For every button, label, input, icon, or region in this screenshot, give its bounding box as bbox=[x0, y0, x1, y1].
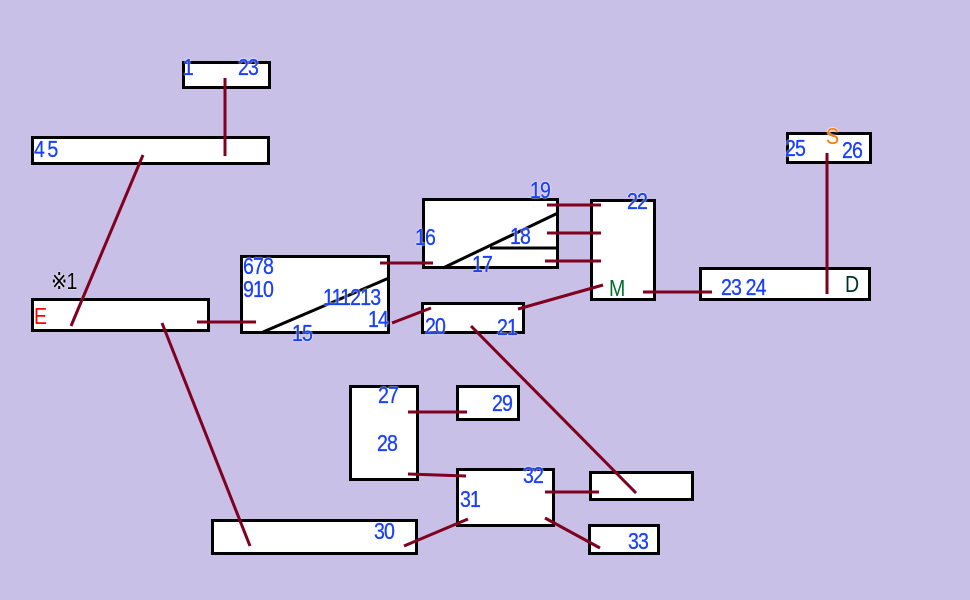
connector bbox=[391, 306, 432, 325]
diagonal-divider bbox=[442, 211, 559, 270]
label-45: 45 bbox=[34, 136, 61, 162]
label-29: 29 bbox=[492, 390, 513, 416]
connector bbox=[469, 324, 638, 495]
box-31 bbox=[456, 468, 555, 527]
box-s bbox=[786, 132, 872, 164]
label-32: 32 bbox=[523, 462, 544, 488]
label-30: 30 bbox=[374, 518, 395, 544]
label-910: 910 bbox=[243, 276, 274, 302]
box-e bbox=[31, 298, 210, 332]
box-20 bbox=[421, 302, 525, 334]
label-m: M bbox=[609, 275, 625, 301]
label-s: S bbox=[826, 123, 839, 149]
box-d bbox=[699, 267, 871, 301]
box-27 bbox=[349, 385, 419, 481]
label-22: 22 bbox=[627, 188, 648, 214]
label-14: 14 bbox=[368, 306, 389, 332]
connector bbox=[69, 154, 145, 327]
label-19: 19 bbox=[530, 177, 551, 203]
label-25: 25 bbox=[785, 135, 806, 161]
label-e: E bbox=[34, 303, 47, 329]
label-31: 31 bbox=[460, 486, 481, 512]
label-23: 23 bbox=[238, 54, 259, 80]
connector bbox=[403, 517, 469, 548]
label-16: 16 bbox=[415, 224, 436, 250]
box-m bbox=[590, 199, 656, 301]
box-45 bbox=[31, 136, 270, 165]
label-26: 26 bbox=[842, 137, 863, 163]
label-20: 20 bbox=[425, 313, 446, 339]
connector bbox=[517, 283, 604, 311]
label-33: 33 bbox=[628, 528, 649, 554]
connector bbox=[407, 472, 467, 478]
box-678 bbox=[240, 255, 390, 334]
diagonal-divider bbox=[262, 276, 390, 334]
label-2324: 23 24 bbox=[721, 274, 767, 300]
label-1: 1 bbox=[183, 54, 194, 80]
note-1: ※1 bbox=[51, 268, 77, 294]
box-16 bbox=[422, 198, 559, 269]
label-17: 17 bbox=[472, 251, 493, 277]
label-18: 18 bbox=[510, 223, 531, 249]
label-111213: 111213 bbox=[323, 284, 381, 310]
box-33 bbox=[588, 524, 660, 555]
label-28: 28 bbox=[377, 430, 398, 456]
label-678: 678 bbox=[243, 253, 274, 279]
connector bbox=[544, 516, 601, 550]
label-15: 15 bbox=[292, 320, 313, 346]
box-29 bbox=[456, 385, 520, 421]
connector bbox=[160, 322, 252, 547]
label-21: 21 bbox=[497, 314, 518, 340]
label-27: 27 bbox=[378, 382, 399, 408]
label-d: D bbox=[845, 271, 859, 297]
box-32-target bbox=[589, 471, 694, 501]
